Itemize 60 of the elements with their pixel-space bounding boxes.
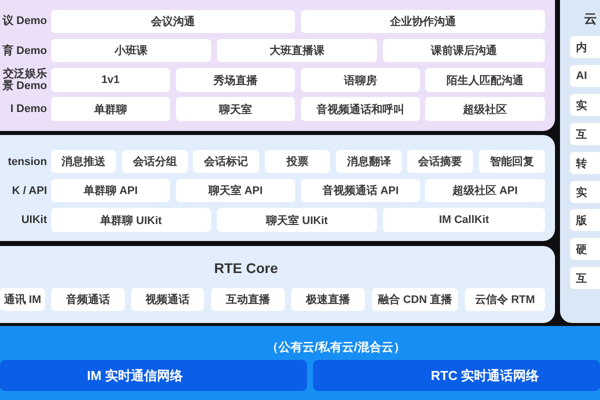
feature-tile: 互动直播 [211,288,285,311]
row-label: UIKit [20,213,47,228]
side-panel [560,0,600,323]
service-tile: AI [570,65,600,87]
service-tile: 版 [570,209,600,231]
service-tile: 硬 [570,238,600,260]
feature-tile: 小班课 [51,39,211,62]
feature-tile: 视频通话 [131,288,204,311]
feature-tile: 音视频通话和呼叫 [301,97,420,121]
feature-tile: 课前课后沟通 [383,39,545,62]
feature-tile: 聊天室 API [176,179,295,202]
feature-tile: 单群聊 UIKit [51,208,211,232]
layer-title: RTE Core [213,259,279,278]
network-bar: IM 实时通信网络 [0,360,307,391]
service-tile: 实 [570,94,600,116]
feature-tile: 会话标记 [193,150,259,173]
feature-tile: 智能回复 [479,150,545,173]
feature-tile: 会议沟通 [51,10,295,33]
service-tile: 互 [570,123,600,145]
feature-tile: 超级社区 [425,97,545,121]
row-label: 育 Demo [1,43,47,59]
row-label: K / API [10,184,47,198]
network-title: （公有云/私有云/混合云） [266,339,406,356]
service-tile: 互 [570,267,600,289]
feature-tile: 音频通话 [51,288,125,311]
feature-tile: 1v1 [51,68,170,92]
feature-tile: IM CallKit [383,208,545,232]
feature-tile: 聊天室 [176,97,295,121]
feature-tile: 超级社区 API [425,179,545,202]
core-layer-panel [0,246,555,323]
panel-heading: 云 [584,11,598,27]
sdk-layer-panel [0,135,555,241]
service-tile: 转 [570,152,600,174]
row-label: tension [6,154,47,170]
feature-tile: 会话摘要 [407,150,473,173]
feature-tile: 消息推送 [51,150,116,173]
service-tile: 内 [570,36,600,58]
feature-tile: 单群聊 API [51,179,170,202]
feature-tile: 陌生人匹配沟通 [425,68,545,92]
feature-tile: 消息翻译 [336,150,402,173]
feature-tile: 单群聊 [51,97,170,121]
feature-tile: 极速直播 [291,288,365,311]
demo-layer-panel [0,0,555,131]
feature-tile: 企业协作沟通 [301,10,545,33]
row-label: 交泛娱乐景 Demo [1,68,47,92]
service-tile: 实 [570,181,600,203]
feature-tile: 大班直播课 [217,39,377,62]
feature-tile: 音视频通话 API [301,179,420,202]
network-bar: RTC 实时通话网络 [313,360,600,391]
feature-tile: 投票 [265,150,330,173]
row-label: 议 Demo [1,14,47,29]
feature-tile: 会话分组 [122,150,188,173]
feature-tile: 聊天室 UIKit [217,208,377,232]
feature-tile: 语聊房 [301,68,420,92]
feature-tile: 融合 CDN 直播 [372,288,458,311]
network-band [0,326,600,400]
feature-tile: 秀场直播 [176,68,295,92]
row-label: I Demo [9,102,47,117]
feature-tile: 云信令 RTM [465,288,545,311]
feature-tile: 通讯 IM [0,288,45,311]
